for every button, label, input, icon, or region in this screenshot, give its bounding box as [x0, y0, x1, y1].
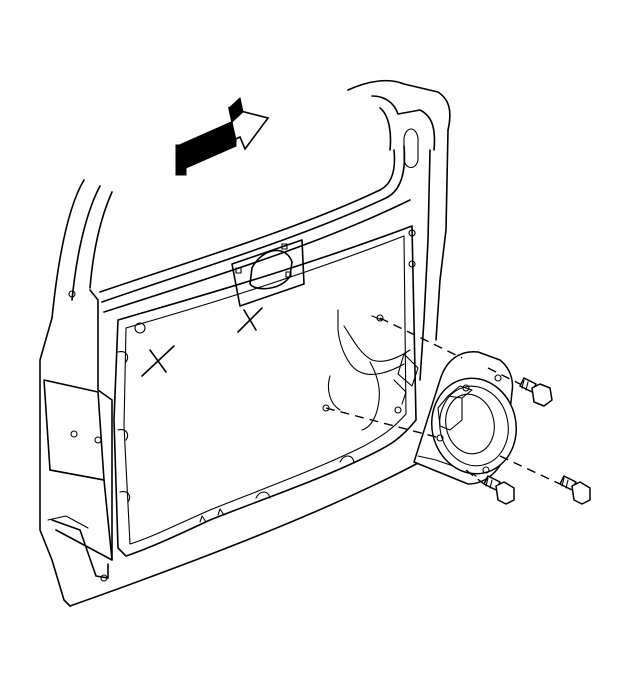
- speaker-frame: [430, 377, 518, 475]
- panel-edge-bump-3: [119, 491, 131, 503]
- door-hinge-lower-block: [51, 519, 109, 579]
- upper-frame-inner-2: [379, 107, 392, 151]
- screw-upper-head: [531, 383, 553, 407]
- belt-line-bottom: [103, 199, 411, 313]
- inner-panel-outline: [113, 225, 417, 557]
- wire-loop: [327, 375, 341, 411]
- speaker-mount-hole-1: [462, 384, 470, 392]
- pillar-hole-2: [100, 574, 108, 582]
- panel-edge-bump-2: [117, 429, 129, 441]
- latch-slot: [403, 128, 419, 169]
- screws: [483, 377, 591, 505]
- screw-lower-left: [483, 475, 515, 505]
- align-line-upper: [379, 317, 463, 359]
- speaker-assembly: [413, 351, 518, 485]
- x-mark-left: [141, 345, 175, 377]
- speaker-mount-hole-2: [436, 434, 444, 442]
- inner-door-panel: [113, 225, 419, 557]
- door-hinge-bracket: [47, 515, 89, 529]
- handle-screw-3: [285, 271, 292, 278]
- x-mark-center: [237, 307, 263, 333]
- window-frame-inner-1: [71, 185, 101, 301]
- belt-line-mid: [101, 145, 406, 303]
- align-line-lower: [325, 407, 441, 439]
- direction-arrow-shadow-top: [228, 97, 244, 123]
- stud-lower: [322, 404, 330, 412]
- direction-arrow: [175, 97, 270, 176]
- wire-harness-branch: [361, 361, 380, 431]
- screw-lower-left-thread: [485, 477, 493, 489]
- upper-frame-inner: [371, 95, 436, 151]
- panel-hole-left: [134, 322, 146, 334]
- panel-edge-bump-7: [339, 455, 355, 463]
- screw-lower-right: [559, 475, 591, 505]
- screw-lower-left-head: [495, 481, 515, 505]
- window-frame-outer: [51, 179, 85, 319]
- door-front-inner: [89, 289, 113, 561]
- belt-line-top: [99, 149, 396, 293]
- panel-edge-bump-4: [255, 491, 271, 499]
- door-front-bottom: [69, 461, 421, 607]
- door-right-edge: [435, 129, 449, 341]
- handle-screw-1: [235, 267, 242, 274]
- speaker-mount-hole-3: [482, 466, 490, 474]
- panel-edge-bump-6: [217, 508, 225, 516]
- align-line-screw-2: [465, 469, 485, 485]
- hinge-hole-1: [70, 430, 78, 438]
- inner-panel-flange: [123, 235, 407, 545]
- pillar-hole: [68, 290, 76, 298]
- wire-clip-2: [393, 379, 407, 405]
- direction-arrow-shadow: [175, 121, 237, 176]
- handle-opening: [249, 249, 293, 290]
- handle-screw-2: [281, 243, 288, 250]
- door-right-edge-inner: [419, 149, 431, 381]
- panel-edge-bump-5: [199, 515, 207, 523]
- speaker-mount-hole-4: [494, 374, 502, 382]
- screw-lower-right-thread: [561, 477, 569, 489]
- align-line-screw-3: [499, 455, 561, 485]
- screw-upper-thread: [521, 379, 529, 391]
- screw-upper: [519, 377, 553, 407]
- panel-hole-right-lower: [394, 406, 402, 414]
- wire-harness-second: [343, 325, 411, 362]
- align-line-screw-1: [487, 367, 521, 385]
- handle-recess: [231, 239, 305, 307]
- door-hinge-face: [43, 379, 105, 481]
- door-hinge-lower: [49, 469, 113, 561]
- speaker-magnet-face: [447, 385, 473, 399]
- panel-edge-bump-1: [117, 351, 129, 363]
- window-frame-inner-2: [89, 191, 113, 289]
- stud-upper-line: [371, 315, 383, 321]
- wire-harness-main: [337, 309, 405, 375]
- upper-frame-top: [347, 79, 451, 131]
- wire-clip: [397, 353, 419, 387]
- panel-hole-right-upper: [408, 260, 416, 268]
- screw-lower-right-head: [571, 481, 591, 505]
- door-frame: [39, 79, 451, 607]
- hinge-hole-2: [94, 436, 102, 444]
- speaker-surround: [439, 385, 509, 467]
- door-front-outer: [39, 317, 71, 607]
- alignment-lines: [322, 314, 561, 485]
